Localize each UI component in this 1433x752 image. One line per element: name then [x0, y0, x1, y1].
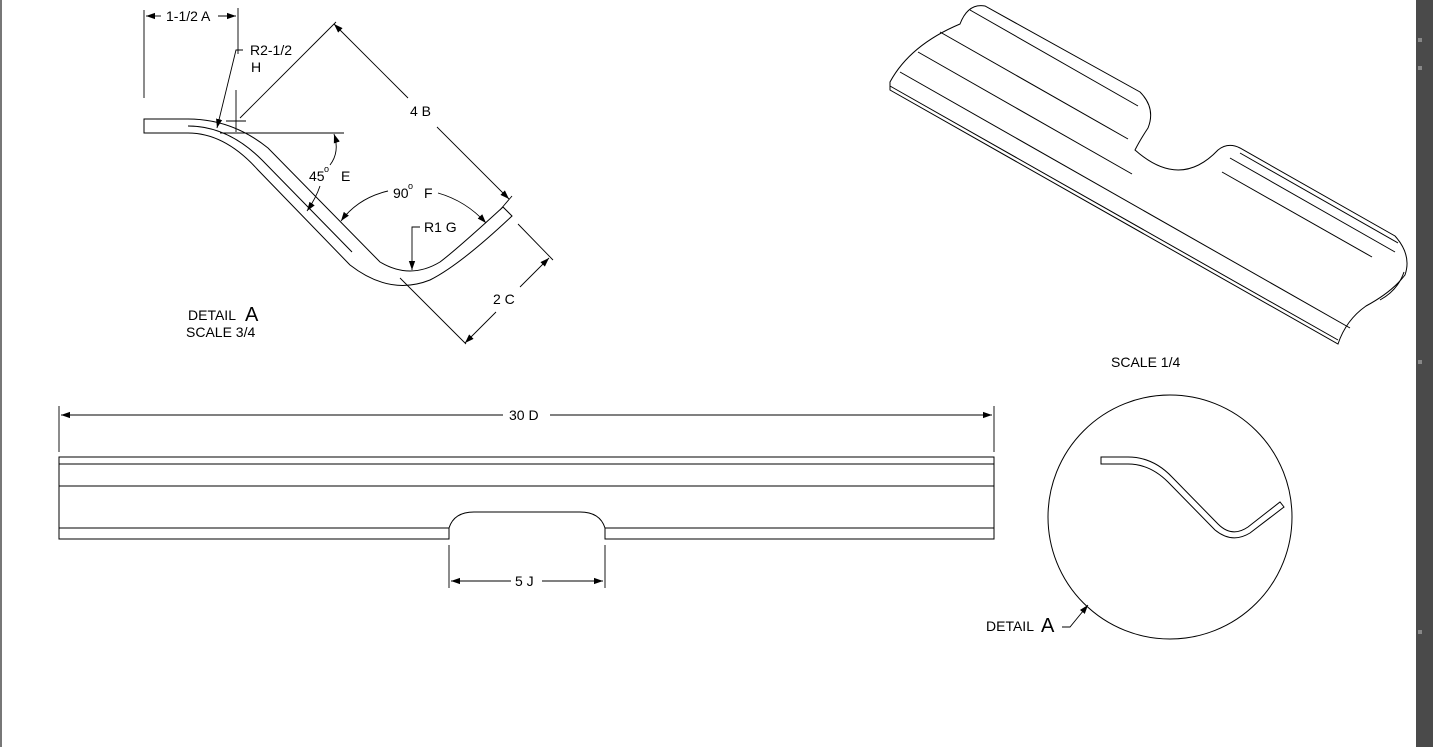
dim-j-label: 5 J — [515, 573, 534, 589]
dim-e-degree: o — [324, 164, 329, 174]
scroll-marker-2 — [1418, 66, 1422, 70]
iso-fold-line-4 — [1229, 157, 1396, 253]
iso-top-edge-2 — [1239, 152, 1399, 244]
dim-e-arc-top — [329, 133, 340, 166]
iso-top-edge-1 — [969, 9, 1139, 107]
dim-h-leader — [216, 49, 243, 129]
dim-h-label-radius: R2-1/2 — [250, 42, 292, 58]
profile-inner-line — [187, 125, 353, 253]
dim-d-label: 30 D — [509, 407, 539, 423]
detail-a-scale: SCALE 3/4 — [186, 324, 255, 340]
detail-a-callout: DETAIL A — [986, 394, 1293, 640]
profile-outline — [143, 118, 513, 286]
dim-c-extension-top — [517, 223, 554, 261]
right-page-border — [1416, 0, 1433, 747]
dim-b-extension-bottom — [499, 195, 513, 211]
iso-outline — [889, 5, 1408, 345]
callout-leader — [1062, 604, 1089, 628]
dim-c-label: 2 C — [493, 291, 515, 307]
dim-e-value: 45 — [309, 168, 325, 184]
detail-circle — [1047, 394, 1293, 640]
dim-b-arrow-top — [333, 23, 409, 99]
scroll-marker-4 — [1418, 630, 1422, 634]
dim-g-label: R1 G — [424, 219, 457, 235]
callout-label-word: DETAIL — [986, 618, 1034, 634]
detail-a-profile-view: 1-1/2 A R2-1/2 H 4 B 45 o E 90 o F R1 G — [143, 8, 554, 345]
scroll-marker-3 — [1418, 360, 1422, 364]
dim-b-extension-top — [239, 21, 337, 119]
front-view: 30 D 5 J — [58, 406, 995, 589]
dim-h-label-letter: H — [251, 59, 261, 75]
iso-fold-line-3 — [939, 31, 1129, 140]
iso-edge-bottom-1 — [889, 85, 1339, 341]
left-page-border — [0, 0, 2, 747]
dim-b-label: 4 B — [410, 103, 431, 119]
dim-a-label: 1-1/2 A — [166, 8, 211, 24]
dim-e-arc-bottom — [306, 185, 321, 212]
dim-f-degree: o — [408, 181, 413, 191]
scroll-marker-1 — [1418, 38, 1422, 42]
dim-f-value: 90 — [393, 185, 409, 201]
dim-f-letter: F — [424, 185, 433, 201]
callout-profile — [1100, 456, 1285, 539]
dim-c-arrow-top — [519, 257, 550, 288]
dim-c-extension-bottom — [399, 277, 467, 345]
detail-a-title-letter: A — [245, 304, 259, 326]
detail-a-title-word: DETAIL — [188, 307, 236, 323]
iso-fold-line-2 — [1221, 171, 1373, 258]
dim-c-arrow-bottom — [464, 311, 497, 344]
iso-end-curl — [1379, 271, 1405, 301]
callout-label-letter: A — [1041, 615, 1055, 637]
front-outline — [58, 456, 995, 540]
isometric-view: SCALE 1/4 — [889, 5, 1408, 370]
dim-f-arc-left — [340, 190, 389, 222]
dim-b-arrow-bottom — [436, 126, 510, 200]
iso-fold-line-1 — [917, 51, 1133, 175]
dim-e-letter: E — [341, 168, 350, 184]
dim-f-arc-right — [437, 192, 487, 224]
dim-g-leader — [408, 226, 420, 270]
iso-scale: SCALE 1/4 — [1111, 354, 1180, 370]
iso-edge-bottom-2 — [899, 71, 1351, 329]
